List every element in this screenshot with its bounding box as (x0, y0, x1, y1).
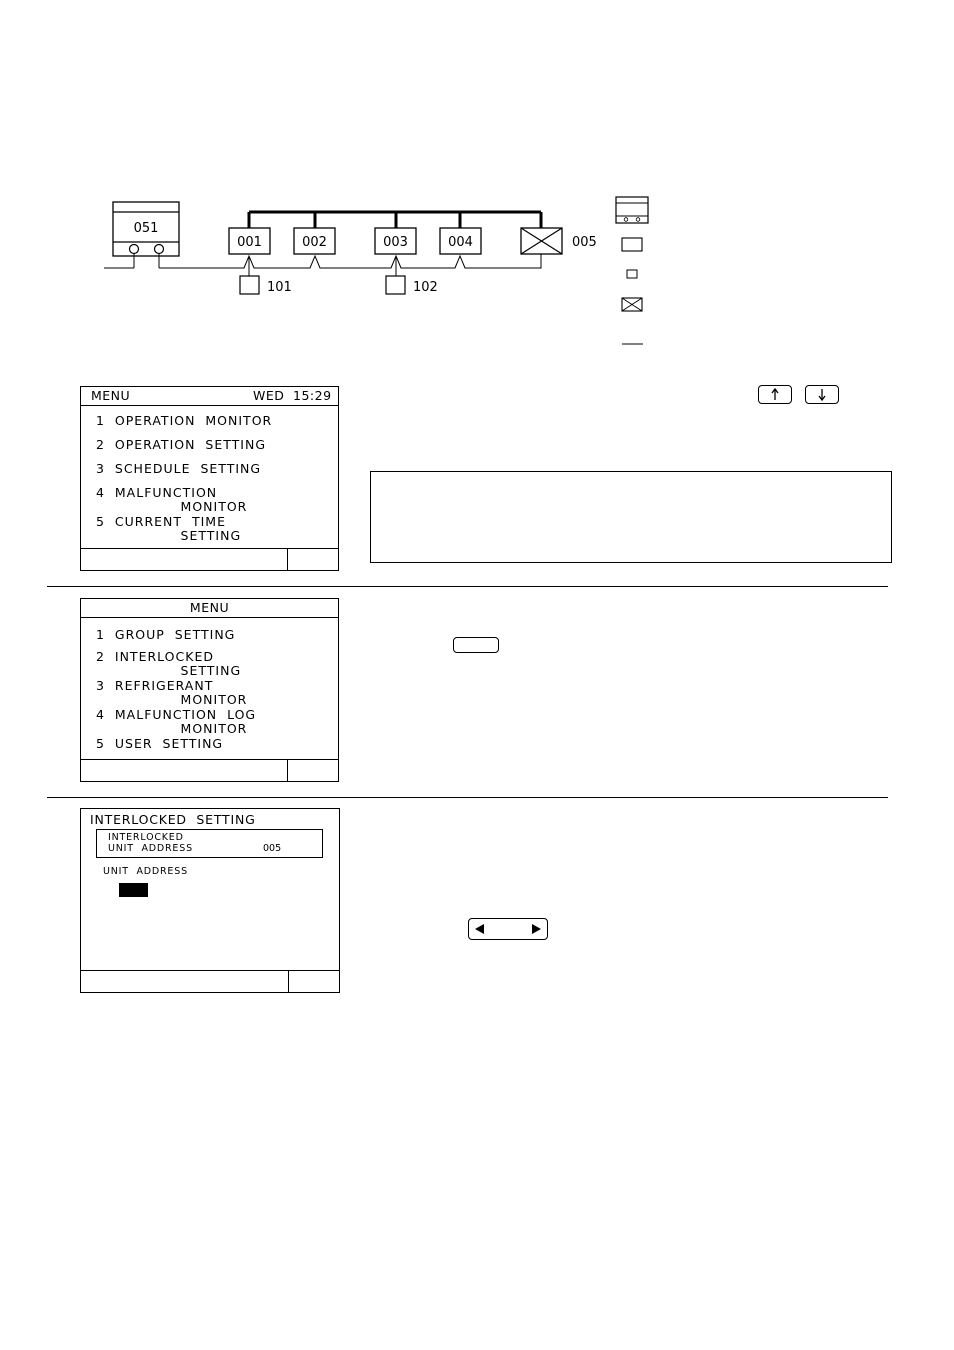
right-triangle-icon (532, 924, 541, 934)
svg-text:001: 001 (237, 235, 262, 250)
box-line-1: INTERLOCKED (108, 832, 184, 843)
legend-ventilation-unit-icon (621, 297, 643, 312)
indoor-unit-004: 004 (439, 227, 482, 255)
svg-text:002: 002 (302, 235, 327, 250)
svg-text:101: 101 (267, 280, 292, 295)
interlocked-setting-screen: INTERLOCKED SETTING INTERLOCKED UNIT ADD… (80, 808, 340, 993)
down-arrow-icon (818, 389, 826, 402)
menu-item-operation-monitor[interactable]: 1 OPERATION MONITOR (96, 413, 273, 428)
menu-item-schedule-setting[interactable]: 3 SCHEDULE SETTING (96, 461, 262, 476)
indoor-unit-002: 002 (293, 227, 336, 255)
set-key-button[interactable] (453, 637, 499, 653)
indoor-unit-001: 001 (228, 227, 271, 255)
svg-text:003: 003 (383, 235, 408, 250)
left-triangle-icon (475, 924, 484, 934)
menu-title: MENU (189, 600, 230, 615)
menu-screen-1-header: MENU WED 15:29 (81, 387, 338, 406)
up-arrow-icon (771, 387, 779, 400)
down-key-button[interactable] (805, 385, 839, 404)
menu-item-malfunction-log-monitor[interactable]: 4 MALFUNCTION LOG (96, 707, 257, 722)
legend-indoor-unit-icon (621, 237, 643, 252)
section-divider (47, 797, 888, 798)
menu-screen-2: MENU 1 GROUP SETTING 2 INTERLOCKED SETTI… (80, 598, 339, 782)
menu-item-group-setting[interactable]: 1 GROUP SETTING (96, 627, 236, 642)
menu-item-user-setting[interactable]: 5 USER SETTING (96, 736, 224, 751)
remote-controller-102: 102 (385, 275, 438, 295)
remote-controller-101: 101 (239, 275, 292, 295)
controller-label: 051 (134, 221, 159, 236)
left-right-key-button[interactable] (468, 918, 548, 940)
menu-item-operation-setting[interactable]: 2 OPERATION SETTING (96, 437, 266, 452)
menu-item-interlocked-setting[interactable]: 2 INTERLOCKED (96, 649, 214, 664)
menu-screen-2-header: MENU (81, 599, 338, 618)
ventilation-unit-005: 005 (520, 227, 597, 255)
screen-title: INTERLOCKED SETTING (90, 812, 256, 827)
menu-item-refrigerant-monitor[interactable]: 3 REFRIGERANT (96, 678, 214, 693)
up-key-button[interactable] (758, 385, 792, 404)
interlocked-screen-footer (81, 970, 339, 992)
unit-address-cursor[interactable] (119, 883, 148, 897)
ventilation-unit-label: 005 (572, 235, 597, 250)
note-box (370, 471, 892, 563)
interlocked-unit-value: 005 (263, 843, 282, 854)
menu-screen-1-footer (81, 548, 338, 570)
legend-remote-controller-icon (626, 269, 638, 279)
menu-item-refrigerant-monitor-cont: MONITOR (96, 692, 248, 707)
menu-item-malfunction-monitor[interactable]: 4 MALFUNCTION (96, 485, 218, 500)
central-controller: 051 (112, 201, 180, 257)
menu-title: MENU (91, 388, 131, 403)
time-label: 15:29 (293, 388, 332, 403)
day-label: WED (253, 388, 285, 403)
menu-item-malfunction-monitor-cont: MONITOR (96, 499, 248, 514)
svg-text:102: 102 (413, 280, 438, 295)
menu-screen-2-footer (81, 759, 338, 781)
menu-item-current-time-setting-cont: SETTING (96, 528, 242, 543)
interlocked-unit-box: INTERLOCKED UNIT ADDRESS 005 (96, 829, 323, 858)
menu-item-current-time-setting[interactable]: 5 CURRENT TIME (96, 514, 226, 529)
unit-address-label: UNIT ADDRESS (103, 866, 188, 877)
box-line-2: UNIT ADDRESS (108, 843, 193, 854)
menu-item-interlocked-setting-cont: SETTING (96, 663, 242, 678)
legend-central-controller-icon (615, 196, 649, 224)
indoor-unit-003: 003 (374, 227, 417, 255)
svg-text:004: 004 (448, 235, 473, 250)
section-divider (47, 586, 888, 587)
menu-screen-1: MENU WED 15:29 1 OPERATION MONITOR 2 OPE… (80, 386, 339, 571)
system-diagram: 051 001 002 003 004 005 101 (104, 196, 649, 345)
menu-item-malfunction-log-monitor-cont: MONITOR (96, 721, 248, 736)
